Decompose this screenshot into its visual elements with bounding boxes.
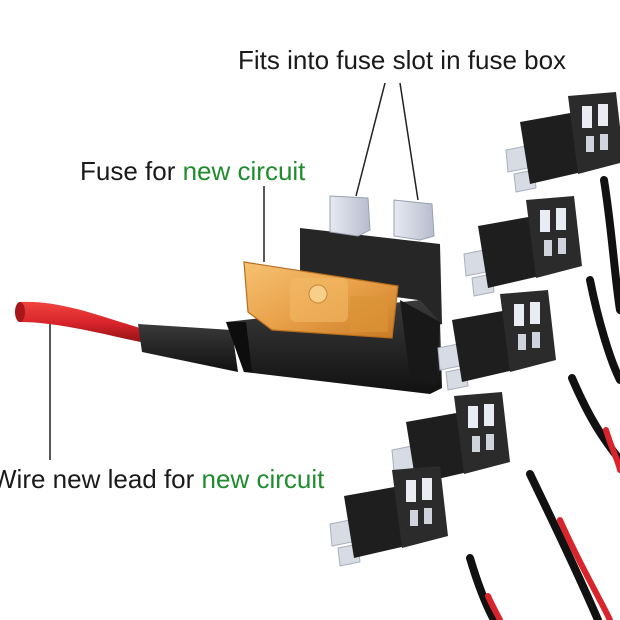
prong-right	[393, 199, 435, 241]
stack-slot-contact	[472, 436, 480, 452]
fuse-slot-prongs	[329, 195, 435, 241]
stack-body	[478, 216, 540, 288]
stack-slot-contact	[544, 240, 552, 256]
stack-slot-contact	[598, 104, 608, 126]
leader-line-slot-right	[399, 82, 419, 201]
stack-body	[406, 412, 468, 484]
stack-slot-contact	[484, 404, 494, 426]
label-fuse-prefix: Fuse for	[80, 156, 183, 186]
stack-slot-contact	[422, 478, 432, 500]
stack-fuse-tap	[437, 290, 556, 391]
stack-slot-contact	[406, 480, 416, 502]
stack-body	[344, 486, 406, 558]
stack-fuse-tap	[391, 392, 510, 493]
stacked-fuse-taps	[329, 92, 620, 567]
label-wire-prefix: Wire new lead for	[0, 464, 202, 494]
stack-slot-contact	[486, 434, 494, 450]
label-wire-new-lead: Wire new lead for new circuit	[0, 466, 324, 492]
stack-slot-contact	[600, 134, 608, 150]
stack-slot-contact	[410, 510, 418, 526]
stack-slot-contact	[586, 136, 594, 152]
stack-slot-contact	[530, 302, 540, 324]
label-wire-highlight: new circuit	[201, 464, 325, 494]
stack-slot-contact	[468, 406, 478, 428]
label-fuse-for-new-circuit: Fuse for new circuit	[80, 158, 305, 184]
leader-lines	[49, 82, 419, 460]
label-fuse-slot-text: Fits into fuse slot in fuse box	[238, 45, 567, 75]
stack-slot-contact	[424, 508, 432, 524]
stack-slot-contact	[540, 210, 550, 232]
label-fuse-highlight: new circuit	[182, 156, 306, 186]
leader-line-slot-left	[355, 82, 386, 197]
prong-left	[329, 195, 371, 237]
stack-lead-wires	[466, 176, 620, 620]
stack-slot-contact	[518, 334, 526, 350]
stack-body	[452, 310, 514, 382]
stack-slot-contact	[514, 304, 524, 326]
stack-fuse-tap	[505, 92, 620, 193]
label-fuse-slot: Fits into fuse slot in fuse box	[238, 47, 566, 73]
amber-blade-fuse	[243, 261, 399, 339]
stack-slot-contact	[556, 208, 566, 230]
heat-shrink-sleeve	[138, 324, 238, 372]
stack-slot-contact	[582, 106, 592, 128]
stack-body	[520, 112, 582, 184]
stack-fuse-tap	[329, 466, 448, 567]
stack-slot-contact	[532, 332, 540, 348]
red-wire	[15, 301, 150, 344]
stack-slot-contact	[558, 238, 566, 254]
stack-fuse-tap	[463, 196, 582, 297]
